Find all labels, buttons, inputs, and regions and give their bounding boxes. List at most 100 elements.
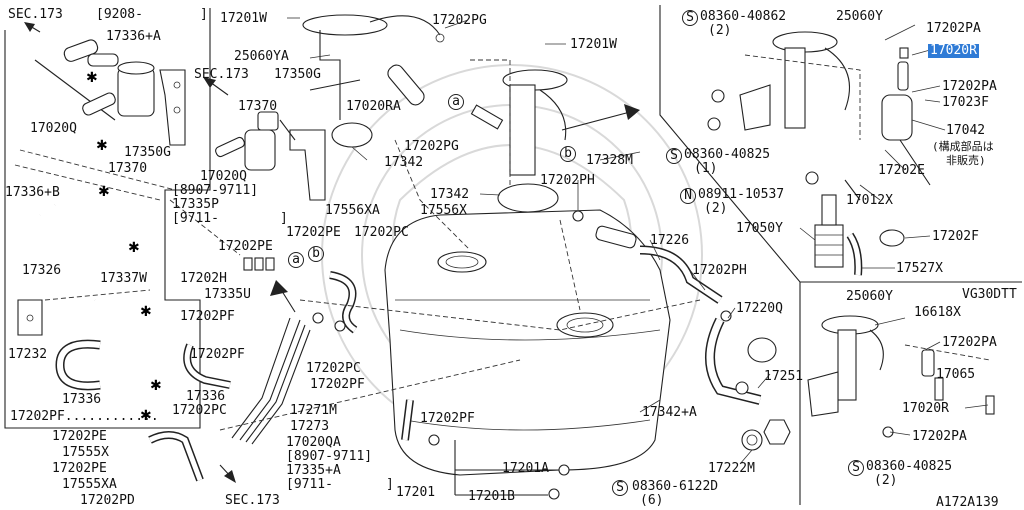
part-17220Q-label: 17220Q [736, 301, 783, 316]
part-17335P-label: 17335P [172, 197, 219, 212]
part-17023F-label: 17023F [942, 95, 989, 110]
fuel-pump-assembly-lower [807, 315, 995, 438]
part-25060Y-b-label: 25060Y [846, 289, 893, 304]
part-17202E-label: 17202E [878, 163, 925, 178]
screw-symbol-40862: S [682, 10, 698, 26]
diagram-code-label: A172A139 [936, 495, 999, 510]
bracket-17232 [17, 299, 43, 336]
part-17370-mid-label: 17370 [238, 99, 278, 114]
part-17336-b-label: 17336 [186, 389, 226, 404]
part-17342A-label: 17342+A [642, 405, 697, 420]
packing-17342-top [331, 122, 559, 213]
part-17202PF-a-label: 17202PF [180, 309, 235, 324]
part-08911-10537-qty: (2) [704, 201, 728, 216]
part-17201B-label: 17201B [468, 489, 515, 504]
part-17226-label: 17226 [650, 233, 690, 248]
part-08911-10537-label: 08911-10537 [698, 187, 785, 202]
part-17202PC-c-label: 17202PC [172, 403, 227, 418]
arrows [24, 22, 640, 483]
part-16618X-label: 16618X [914, 305, 961, 320]
hose-17336 [55, 339, 101, 391]
part-17556X-label: 17556X [420, 203, 467, 218]
part-08360-40825-a-qty: (1) [694, 161, 718, 176]
bracket-17350G [159, 69, 186, 146]
part-17202PA-a-label: 17202PA [926, 21, 981, 36]
part-08360-40825-b-qty: (2) [874, 473, 898, 488]
leader-lines [287, 17, 989, 465]
part-17222M-label: 17222M [708, 461, 755, 476]
engine-code-vg30dtt-label: VG30DTT [962, 287, 1017, 302]
part-25060Y-a-label: 25060Y [836, 9, 883, 24]
part-17202F-label: 17202F [932, 229, 979, 244]
part-17251-label: 17251 [764, 369, 804, 384]
hose-17336B [35, 204, 105, 253]
part-08360-6122D-label: 08360-6122D [632, 479, 719, 494]
bracket-close-a: ] [280, 211, 288, 226]
circle-b-callout-1: b [560, 146, 576, 162]
part-17336A-label: 17336+A [106, 29, 161, 44]
part-17020Q-mid-label: 17020Q [200, 169, 247, 184]
part-17555XA-label: 17555XA [62, 477, 117, 492]
part-17202H-label: 17202H [180, 271, 227, 286]
part-17335A-label: 17335+A [286, 463, 341, 478]
canister-17370-mid [215, 111, 279, 171]
svg-text:✱: ✱ [98, 184, 110, 200]
pipe-17337W [44, 289, 152, 350]
bottom-bracket-lines [454, 440, 570, 500]
part-17202PC-a-label: 17202PC [354, 225, 409, 240]
part-17202PA-c-label: 17202PA [942, 335, 997, 350]
filler-tube-17220Q [705, 317, 777, 405]
svg-text:✱: ✱ [140, 408, 152, 424]
part-17202PF-c-label: 17202PF [310, 377, 365, 392]
small-hoses-middle [148, 271, 414, 482]
part-17202PH-a-label: 17202PH [540, 173, 595, 188]
fuel-tank-17202 [384, 209, 671, 476]
sec173-top-label: SEC.173 [8, 7, 63, 22]
circle-a-callout-2: a [288, 252, 304, 268]
evap-canister-17370-left [82, 53, 155, 117]
part-17202PD-label: 17202PD [80, 493, 135, 508]
part-17350G-label: 17350G [124, 145, 171, 160]
part-17342-a-label: 17342 [384, 155, 424, 170]
sec173-mid-label: SEC.173 [194, 67, 249, 82]
part-17342-b-label: 17342 [430, 187, 470, 202]
part-17201-label: 17201 [396, 485, 436, 500]
part-17337W-label: 17337W [100, 271, 147, 286]
bracket-17350G-mid [279, 119, 326, 201]
part-17201A-label: 17201A [502, 461, 549, 476]
part-17050Y-label: 17050Y [736, 221, 783, 236]
part-17202PE-a-label: 17202PE [52, 429, 107, 444]
asterisk-markers: ✱ ✱ ✱ ✱ ✱ ✱ ✱ [86, 70, 162, 424]
screw-symbol-40825-a: S [666, 148, 682, 164]
part-17336-label: 17336 [62, 392, 102, 407]
fuel-pump-assembly-upper [707, 31, 861, 185]
fuel-filter-17042 [881, 47, 931, 186]
part-17271M-label: 17271M [290, 403, 337, 418]
part-17020Q-left-label: 17020Q [30, 121, 77, 136]
circle-b-callout-2: b [308, 246, 324, 262]
filler-hose-17226 [595, 225, 723, 304]
left-inset-frame [4, 8, 211, 429]
part-17273-label: 17273 [290, 419, 330, 434]
part-17202PA-d-label: 17202PA [912, 429, 967, 444]
svg-text:✱: ✱ [128, 240, 140, 256]
part-17020R-highlighted-label[interactable]: 17020R [928, 43, 979, 58]
bracket-close-top: ] [200, 7, 208, 22]
part-25060YA-label: 25060YA [234, 49, 289, 64]
part-17201W-a-label: 17201W [220, 11, 267, 26]
part-17527X-label: 17527X [896, 261, 943, 276]
bracket-close-b: ] [386, 477, 394, 492]
part-17556XA-label: 17556XA [325, 203, 380, 218]
part-17232-label: 17232 [8, 347, 48, 362]
part-17370-left-label: 17370 [108, 161, 148, 176]
svg-text:✱: ✱ [140, 304, 152, 320]
bolts-17251-17222M [735, 381, 791, 451]
right-upper-frame [659, 5, 1022, 283]
jp-note-line-2: 非販売) [946, 154, 986, 167]
date-9711-b-label: [9711- [286, 477, 333, 492]
part-08360-40862-label: 08360-40862 [700, 9, 787, 24]
part-17202PC-b-label: 17202PC [306, 361, 361, 376]
sender-unit-top-right [470, 59, 568, 200]
part-17326-label: 17326 [22, 263, 62, 278]
